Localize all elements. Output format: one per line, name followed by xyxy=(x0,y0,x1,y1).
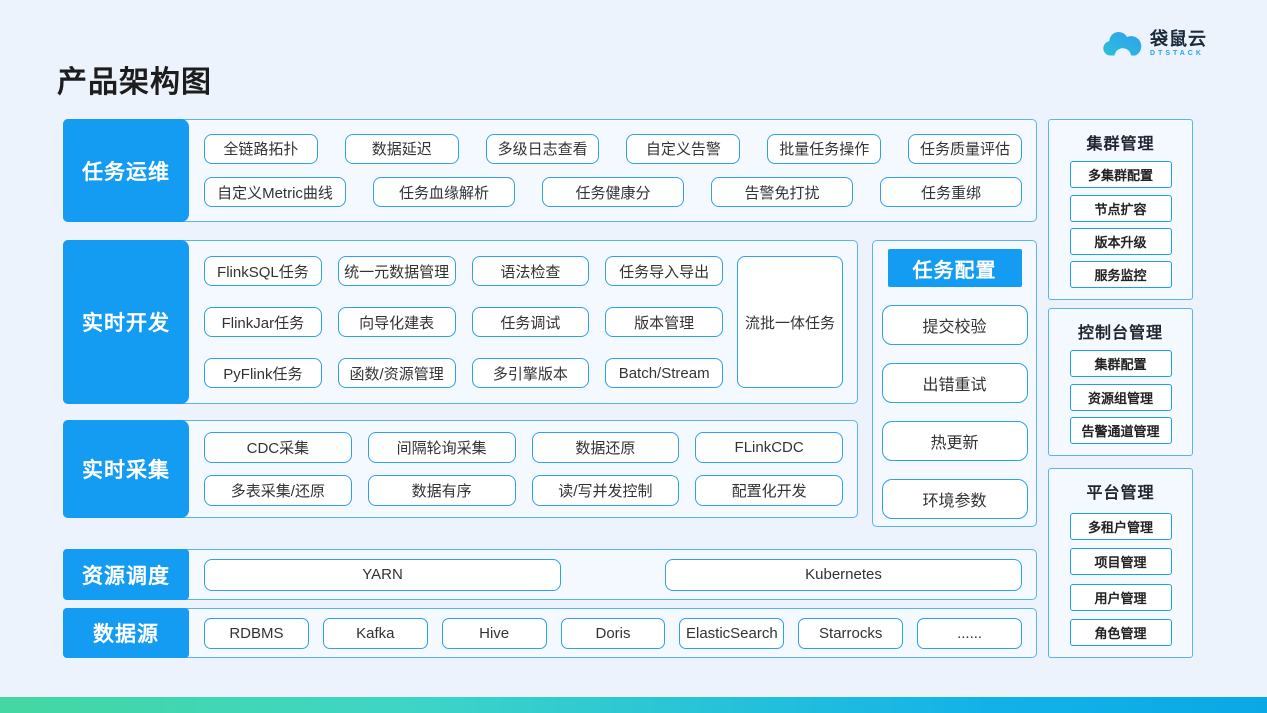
feature-chip: 资源组管理 xyxy=(1069,383,1172,411)
feature-chip: FlinkSQL任务 xyxy=(204,256,322,286)
feature-chip: 自定义Metric曲线 xyxy=(204,177,346,208)
feature-chip: Batch/Stream xyxy=(605,358,723,388)
feature-chip: Starrocks xyxy=(798,617,904,649)
feature-chip: 告警免打扰 xyxy=(711,177,853,208)
feature-chip: CDC采集 xyxy=(204,432,352,464)
section-label-resource-scheduling: 资源调度 xyxy=(63,549,189,600)
feature-chip: PyFlink任务 xyxy=(204,358,322,388)
feature-chip: 提交校验 xyxy=(881,305,1028,345)
feature-chip: 服务监控 xyxy=(1069,261,1172,288)
feature-chip: 任务健康分 xyxy=(542,177,684,208)
chip-row: CDC采集 间隔轮询采集 数据还原 FLinkCDC xyxy=(204,432,843,464)
feature-chip: 多租户管理 xyxy=(1069,512,1172,540)
feature-chip: YARN xyxy=(204,558,561,591)
feature-chip: 间隔轮询采集 xyxy=(367,432,516,464)
feature-chip: ElasticSearch xyxy=(679,617,785,649)
feature-chip: 向导化建表 xyxy=(337,307,456,337)
panel-console-title: 控制台管理 xyxy=(1077,325,1163,342)
section-realtime-dev: 实时开发 FlinkSQL任务 统一元数据管理 语法检查 任务导入导出 Flin… xyxy=(63,240,858,404)
feature-chip: 批量任务操作 xyxy=(767,133,882,164)
section-body-task-ops: 全链路拓扑 数据延迟 多级日志查看 自定义告警 批量任务操作 任务质量评估 自定… xyxy=(190,120,1036,221)
feature-chip: 版本升级 xyxy=(1069,227,1172,255)
dev-chip-grid: FlinkSQL任务 统一元数据管理 语法检查 任务导入导出 FlinkJar任… xyxy=(204,256,723,388)
bottom-accent-bar xyxy=(0,697,1267,713)
section-label-realtime-dev: 实时开发 xyxy=(63,240,189,404)
panel-cluster-management: 集群管理 多集群配置 节点扩容 版本升级 服务监控 xyxy=(1048,119,1193,300)
section-body-realtime-collect: CDC采集 间隔轮询采集 数据还原 FLinkCDC 多表采集/还原 数据有序 … xyxy=(190,421,857,517)
feature-chip: 多表采集/还原 xyxy=(204,474,352,506)
feature-chip: 任务调试 xyxy=(471,307,590,337)
feature-chip: 自定义告警 xyxy=(626,133,741,164)
logo-name: 袋鼠云 xyxy=(1150,29,1207,49)
chip-row: 自定义Metric曲线 任务血缘解析 任务健康分 告警免打扰 任务重绑 xyxy=(204,177,1022,208)
logo-text: 袋鼠云 DTSTACK xyxy=(1150,29,1207,58)
section-body-realtime-dev: FlinkSQL任务 统一元数据管理 语法检查 任务导入导出 FlinkJar任… xyxy=(190,241,857,403)
feature-chip: 函数/资源管理 xyxy=(337,358,456,388)
feature-chip: Kubernetes xyxy=(665,558,1022,591)
feature-chip: 任务血缘解析 xyxy=(373,177,515,208)
feature-chip: 数据延迟 xyxy=(344,133,459,164)
chip-row: PyFlink任务 函数/资源管理 多引擎版本 Batch/Stream xyxy=(204,358,723,388)
feature-chip: 多引擎版本 xyxy=(471,358,590,388)
chip-row: RDBMS Kafka Hive Doris ElasticSearch Sta… xyxy=(204,617,1023,649)
feature-chip: 热更新 xyxy=(881,421,1028,461)
feature-chip: 节点扩容 xyxy=(1069,194,1172,222)
feature-chip: 全链路拓扑 xyxy=(204,133,318,164)
feature-chip: 数据还原 xyxy=(531,432,680,464)
feature-chip: 告警通道管理 xyxy=(1069,416,1172,444)
section-label-realtime-collect: 实时采集 xyxy=(63,420,189,518)
feature-chip: 版本管理 xyxy=(605,307,723,337)
panel-console-management: 控制台管理 集群配置 资源组管理 告警通道管理 xyxy=(1048,308,1193,456)
page-title: 产品架构图 xyxy=(57,66,212,99)
feature-chip: RDBMS xyxy=(204,617,309,649)
feature-chip: 角色管理 xyxy=(1069,619,1172,646)
chip-row: 多表采集/还原 数据有序 读/写并发控制 配置化开发 xyxy=(204,474,843,506)
feature-chip: 用户管理 xyxy=(1069,583,1172,611)
feature-chip: Hive xyxy=(441,617,547,649)
feature-chip: 任务导入导出 xyxy=(605,256,723,286)
feature-chip: 环境参数 xyxy=(881,479,1028,519)
section-label-data-sources: 数据源 xyxy=(63,608,189,658)
feature-chip: ...... xyxy=(917,617,1023,649)
feature-chip: 集群配置 xyxy=(1069,350,1172,378)
feature-chip: 读/写并发控制 xyxy=(531,474,680,506)
feature-chip: 配置化开发 xyxy=(695,474,843,506)
panel-task-config-header: 任务配置 xyxy=(887,249,1022,287)
feature-chip-stream-batch: 流批一体任务 xyxy=(737,256,843,388)
feature-chip: Doris xyxy=(560,617,666,649)
dtstack-logo: 袋鼠云 DTSTACK xyxy=(1101,30,1207,57)
chip-row: FlinkJar任务 向导化建表 任务调试 版本管理 xyxy=(204,307,723,337)
cloud-logo-icon xyxy=(1103,32,1142,57)
feature-chip: 出错重试 xyxy=(881,363,1028,403)
panel-task-config: 任务配置 提交校验 出错重试 热更新 环境参数 xyxy=(872,240,1037,527)
feature-chip: Kafka xyxy=(322,617,428,649)
feature-chip: 统一元数据管理 xyxy=(337,256,456,286)
panel-platform-management: 平台管理 多租户管理 项目管理 用户管理 角色管理 xyxy=(1048,468,1193,658)
feature-chip: 数据有序 xyxy=(367,474,516,506)
section-resource-scheduling: 资源调度 YARN Kubernetes xyxy=(63,549,1037,600)
chip-row: YARN Kubernetes xyxy=(204,558,1022,591)
logo-subtitle: DTSTACK xyxy=(1150,50,1204,57)
feature-chip: 语法检查 xyxy=(471,256,590,286)
section-realtime-collect: 实时采集 CDC采集 间隔轮询采集 数据还原 FLinkCDC 多表采集/还原 … xyxy=(63,420,858,518)
feature-chip: 多集群配置 xyxy=(1069,161,1172,189)
panel-platform-title: 平台管理 xyxy=(1086,485,1155,502)
section-body-data-sources: RDBMS Kafka Hive Doris ElasticSearch Sta… xyxy=(190,609,1036,657)
section-task-ops: 任务运维 全链路拓扑 数据延迟 多级日志查看 自定义告警 批量任务操作 任务质量… xyxy=(63,119,1037,222)
feature-chip: 任务质量评估 xyxy=(908,133,1022,164)
feature-chip: FLinkCDC xyxy=(695,432,843,464)
section-body-resource-scheduling: YARN Kubernetes xyxy=(190,550,1036,599)
chip-row: 全链路拓扑 数据延迟 多级日志查看 自定义告警 批量任务操作 任务质量评估 xyxy=(204,133,1022,164)
section-label-task-ops: 任务运维 xyxy=(63,119,189,222)
feature-chip: 项目管理 xyxy=(1069,548,1172,575)
feature-chip: FlinkJar任务 xyxy=(204,307,322,337)
section-data-sources: 数据源 RDBMS Kafka Hive Doris ElasticSearch… xyxy=(63,608,1037,658)
feature-chip: 任务重绑 xyxy=(880,177,1022,208)
panel-cluster-title: 集群管理 xyxy=(1086,136,1155,153)
feature-chip: 多级日志查看 xyxy=(485,133,600,164)
chip-row: FlinkSQL任务 统一元数据管理 语法检查 任务导入导出 xyxy=(204,256,723,286)
